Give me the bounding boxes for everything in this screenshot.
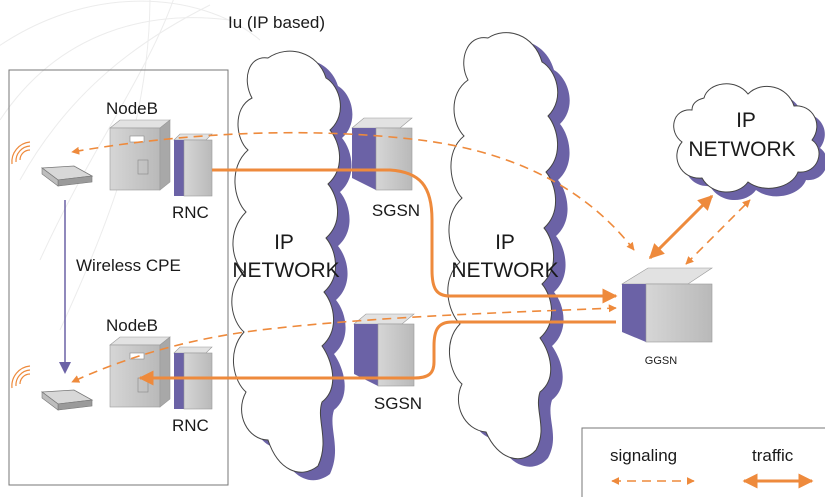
- iu-label: Iu (IP based): [228, 13, 325, 32]
- sgsn-top-label: SGSN: [372, 201, 420, 220]
- cloud-middle-label-line1: IP: [495, 231, 515, 254]
- cpe-movement-arrowhead: [59, 362, 71, 374]
- cloud-right-label-line1: IP: [736, 109, 756, 132]
- cloud-right-label-line2: NETWORK: [688, 138, 795, 161]
- legend-signaling-label: signaling: [610, 446, 677, 465]
- cloud-middle-label-line2: NETWORK: [451, 259, 558, 282]
- traffic-ggsn-cloud: [648, 194, 714, 260]
- wireless-cpe-top-icon: [11, 141, 94, 187]
- rnc-top-icon: [173, 133, 213, 197]
- legend: signaling traffic: [581, 427, 825, 497]
- cloud-right: [673, 83, 825, 200]
- access-network-box: [8, 69, 229, 486]
- ggsn-icon: [620, 267, 713, 343]
- rnc-top-label: RNC: [172, 203, 209, 222]
- sgsn-top-icon: [351, 117, 413, 191]
- wireless-cpe-label: Wireless CPE: [76, 256, 181, 275]
- nodeb-top-label: NodeB: [106, 99, 158, 118]
- legend-traffic-label: traffic: [752, 446, 794, 465]
- sgsn-bottom-label: SGSN: [374, 394, 422, 413]
- cloud-left-label-line1: IP: [274, 231, 294, 254]
- cloud-left-label-line2: NETWORK: [232, 259, 339, 282]
- nodeb-bottom-label: NodeB: [106, 316, 158, 335]
- sgsn-bottom-icon: [353, 313, 415, 387]
- rnc-bottom-label: RNC: [172, 416, 209, 435]
- signaling-path-top: [71, 131, 635, 251]
- wireless-cpe-bottom-icon: [11, 365, 94, 411]
- nodeb-top-icon: [109, 119, 171, 191]
- signaling-ggsn-cloud: [685, 199, 751, 265]
- traffic-paths: [138, 168, 714, 386]
- ggsn-label: GGSN: [645, 355, 677, 367]
- signaling-paths: [71, 131, 751, 383]
- signaling-path-bottom: [71, 304, 617, 383]
- nodeb-bottom-icon: [109, 336, 171, 408]
